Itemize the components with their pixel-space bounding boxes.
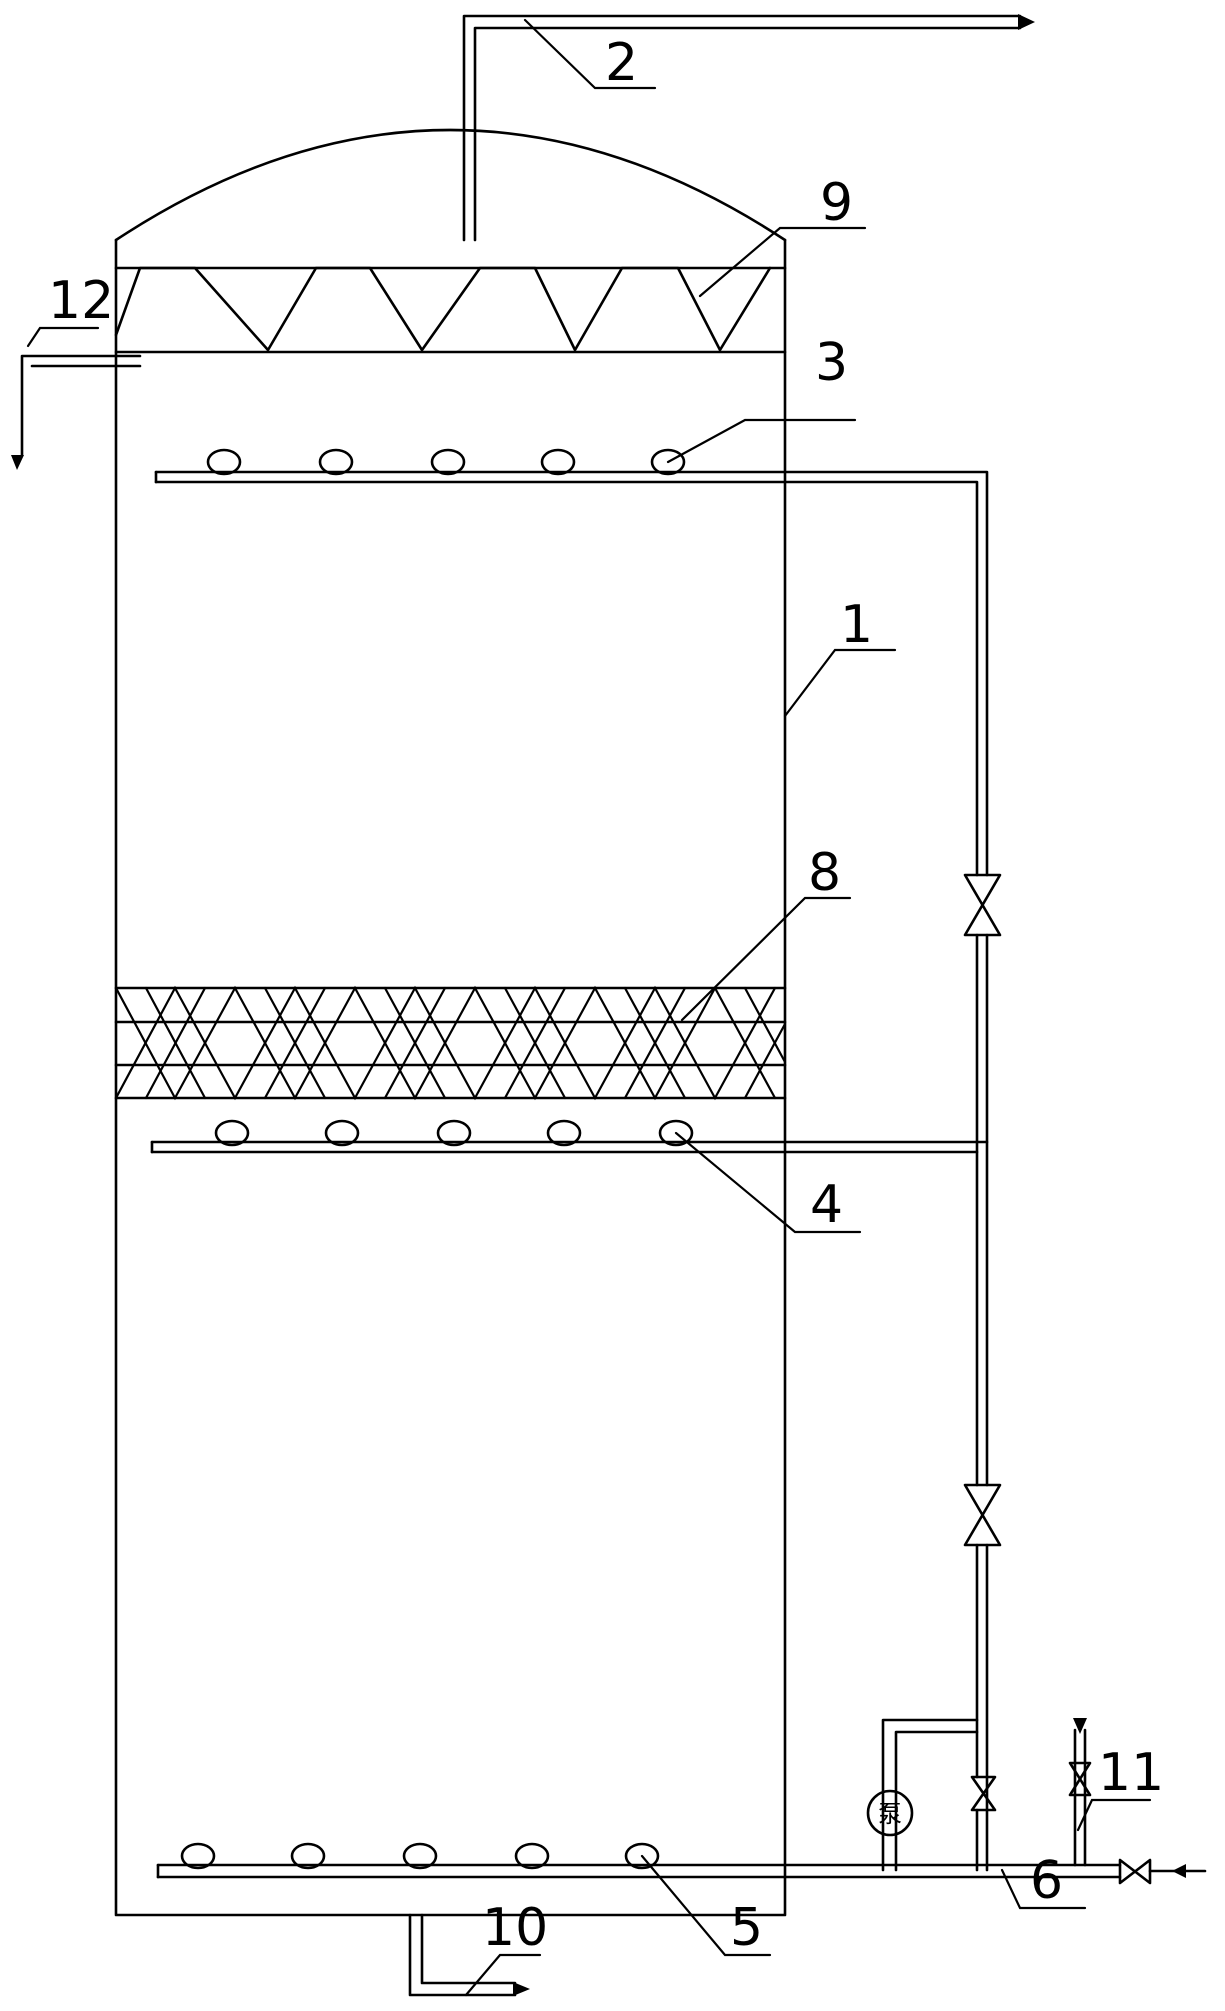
packing-layer bbox=[114, 985, 787, 1101]
label-middle-distributor: 4 bbox=[810, 1175, 843, 1235]
nozzle bbox=[540, 448, 576, 476]
side-feed-pipe bbox=[1068, 1718, 1092, 1867]
gas-outlet-arrow-icon bbox=[1018, 14, 1035, 30]
vessel-body bbox=[114, 128, 787, 1917]
pump-icon bbox=[866, 1789, 914, 1837]
label-gas-outlet: 2 bbox=[605, 33, 638, 93]
side-feed-arrow-icon bbox=[1073, 1718, 1087, 1734]
label-side-feed: 11 bbox=[1098, 1743, 1164, 1803]
gas-outlet-pipe bbox=[462, 14, 1035, 242]
nozzle bbox=[430, 448, 466, 476]
pump-branch: 泵 bbox=[866, 1718, 979, 1872]
upper-distributor bbox=[154, 448, 989, 877]
label-bottom-distributor: 5 bbox=[730, 1898, 763, 1958]
nozzle bbox=[290, 1842, 326, 1870]
middle-distributor bbox=[150, 1119, 989, 1154]
label-vessel: 1 bbox=[840, 595, 873, 655]
valve-icon bbox=[1118, 1858, 1152, 1885]
nozzle bbox=[658, 1119, 694, 1147]
valve-icon bbox=[963, 1483, 1002, 1547]
nozzle bbox=[436, 1119, 472, 1147]
label-overflow-outlet: 12 bbox=[48, 271, 114, 331]
inlet-arrow-icon bbox=[1172, 1864, 1186, 1878]
valve-icon bbox=[963, 873, 1002, 937]
valve-icon bbox=[970, 1775, 997, 1812]
overflow-outlet-pipe bbox=[11, 354, 142, 470]
label-bottom-drain: 10 bbox=[482, 1898, 548, 1958]
nozzle bbox=[206, 448, 242, 476]
label-demister: 9 bbox=[820, 173, 853, 233]
leader-lines bbox=[26, 18, 1152, 1997]
nozzle bbox=[650, 448, 686, 476]
label-upper-distributor: 3 bbox=[815, 333, 848, 393]
nozzle bbox=[402, 1842, 438, 1870]
overflow-arrow-icon bbox=[11, 455, 24, 470]
demister-layer bbox=[114, 266, 787, 354]
label-inlet-pipe: 6 bbox=[1030, 1851, 1063, 1911]
nozzle bbox=[324, 1119, 360, 1147]
bottom-distributor bbox=[156, 1842, 1122, 1879]
valve-icon bbox=[1068, 1761, 1092, 1797]
bottom-drain-pipe bbox=[408, 1913, 530, 1997]
nozzle bbox=[214, 1119, 250, 1147]
label-packing-layer: 8 bbox=[808, 843, 841, 903]
nozzle bbox=[514, 1842, 550, 1870]
nozzle bbox=[318, 448, 354, 476]
nozzle bbox=[180, 1842, 216, 1870]
nozzle bbox=[624, 1842, 660, 1870]
nozzle bbox=[546, 1119, 582, 1147]
pump-label: 泵 bbox=[878, 1800, 902, 1828]
drain-arrow-icon bbox=[513, 1982, 530, 1996]
